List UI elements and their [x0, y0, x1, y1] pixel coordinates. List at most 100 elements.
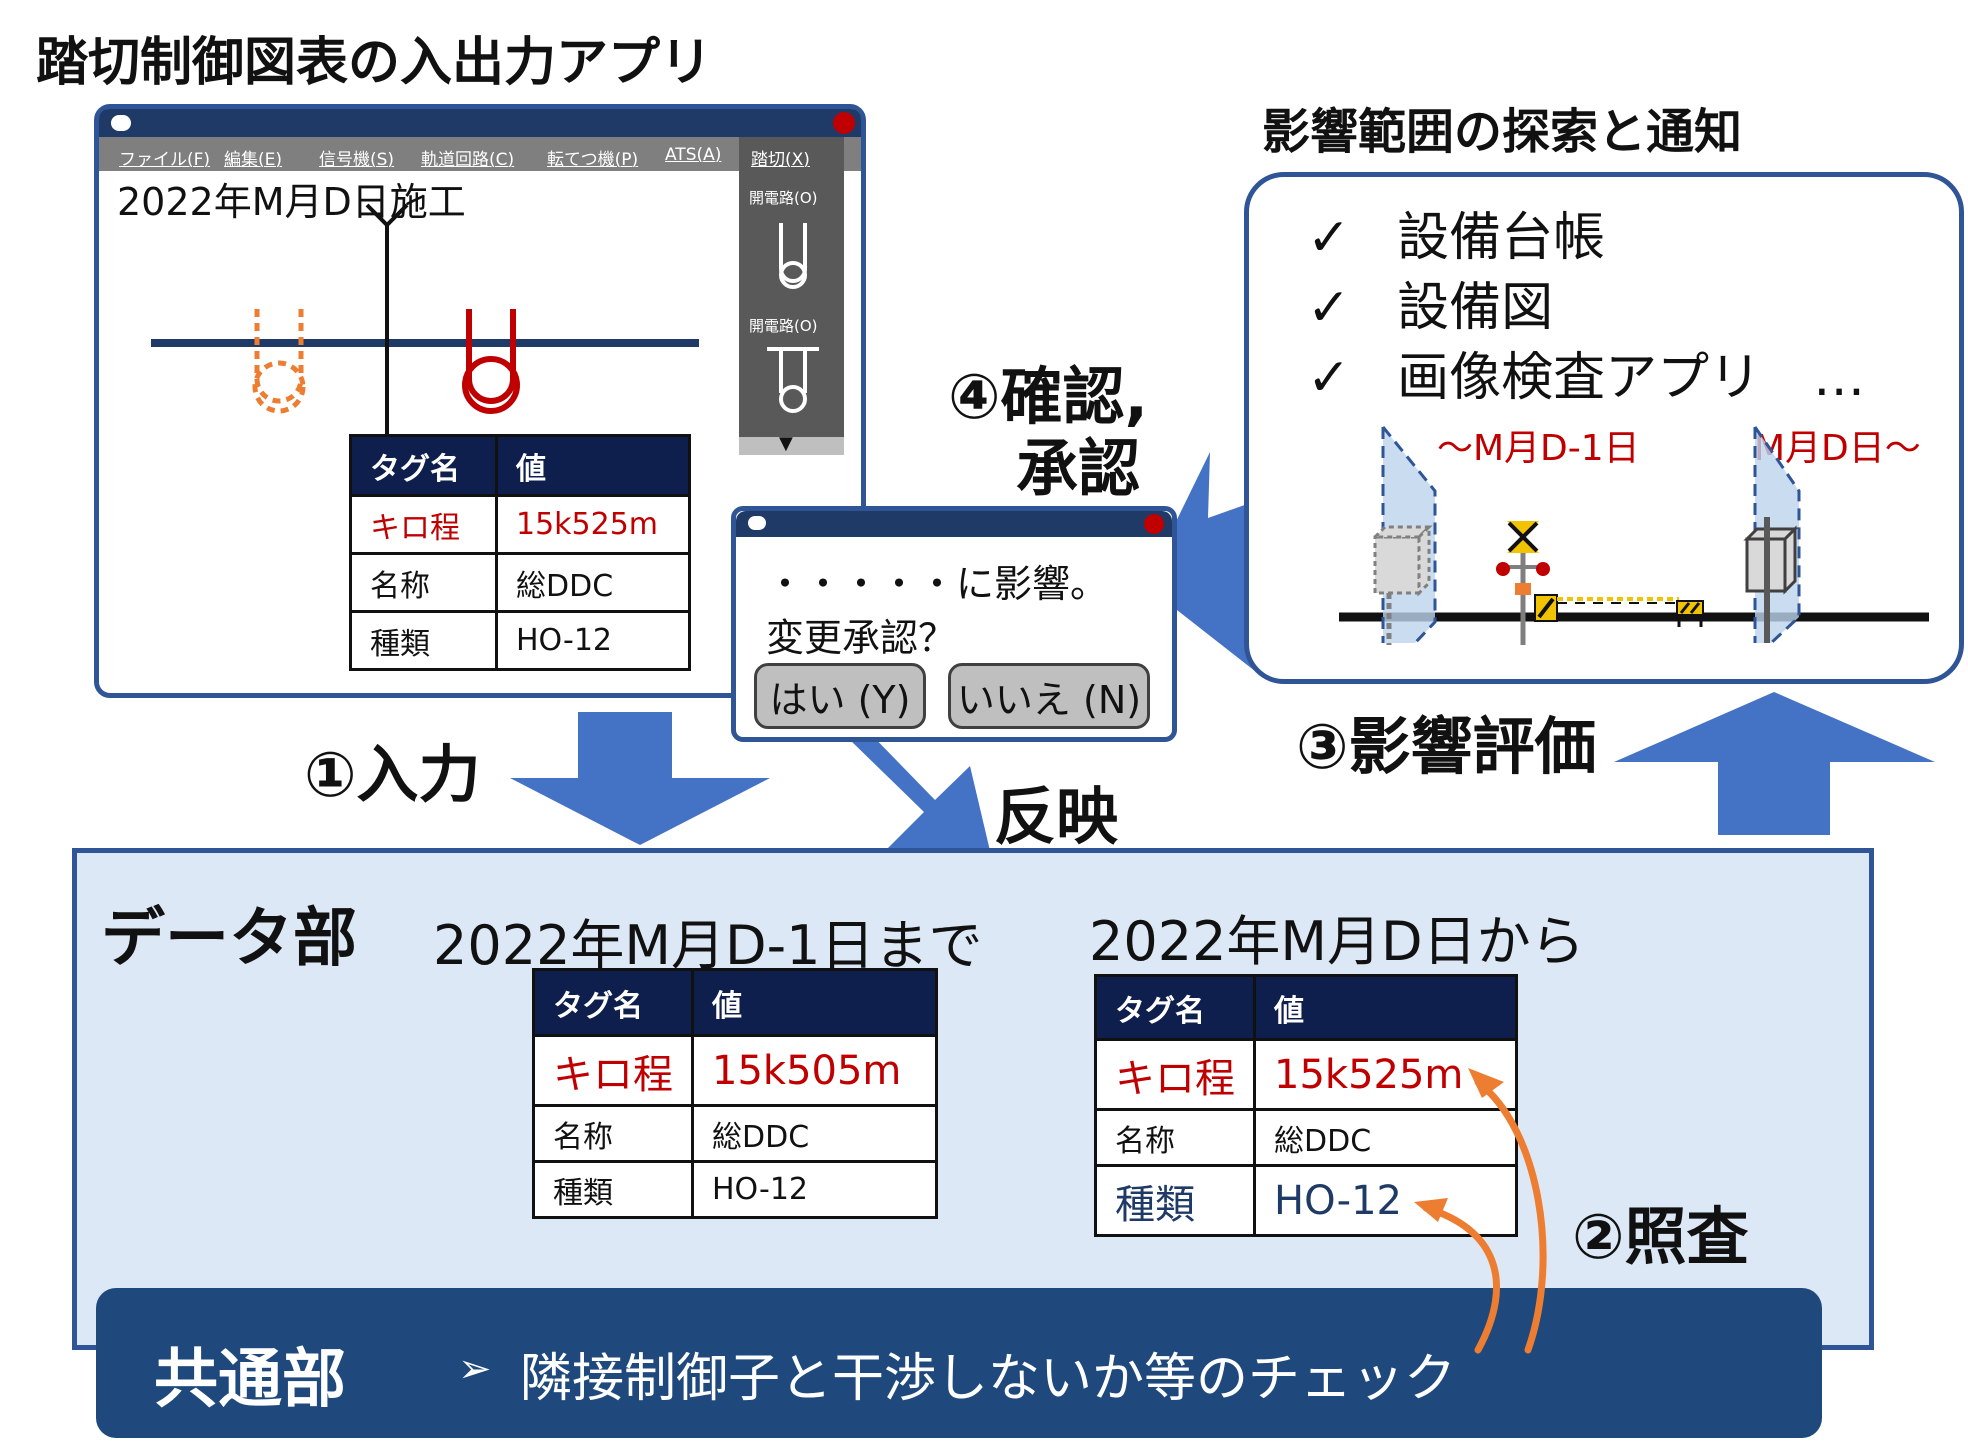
common-section: 共通部 ➢ 隣接制御子と干渉しないか等のチェック: [96, 1288, 1822, 1438]
crossing-illustration: [1339, 426, 1929, 645]
crossing-barrier-icon: [1534, 594, 1704, 627]
before-tag-table: タグ名 値 キロ程 15k505m 名称 総DDC 種類 HO-12: [532, 968, 938, 1219]
table-cell[interactable]: 15k525m: [1253, 1038, 1518, 1111]
dialog-titlebar: [736, 511, 1172, 537]
step-confirm-label-2: 承認: [1016, 432, 1141, 505]
toolbox-panel: 踏切(X) 開電路(O) 開電路(O) ▼: [739, 137, 844, 455]
app-tag-table: タグ名 値 キロ程 15k525m 名称 総DDC 種類 HO-12: [349, 434, 691, 671]
table-row: キロ程 15k525m: [349, 494, 691, 555]
menu-file[interactable]: ファイル(F): [119, 150, 211, 170]
table-cell[interactable]: 総DDC: [495, 552, 691, 613]
search-item-1: ✓ 設備台帳: [1307, 208, 1606, 268]
table-cell[interactable]: 名称: [349, 552, 498, 613]
close-icon[interactable]: [833, 112, 855, 134]
table-header-row: タグ名 値: [349, 434, 691, 497]
table-row: 名称 総DDC: [1094, 1108, 1518, 1167]
confirm-dialog: ・・・・・に影響。 変更承認？ はい (Y) いいえ (N): [731, 506, 1177, 742]
after-zone-outline: [1753, 426, 1801, 645]
table-cell[interactable]: キロ程: [349, 494, 498, 555]
table-header-tag: タグ名: [1094, 974, 1256, 1041]
common-section-bullet: ➢: [458, 1346, 492, 1392]
window-control-icon[interactable]: [748, 516, 766, 530]
after-caption: 2022年M月D日から: [1089, 910, 1585, 973]
step-evaluate-label: ③影響評価: [1296, 710, 1597, 783]
open-circuit-tool-icon-2[interactable]: [763, 345, 823, 417]
step-reflect-label: 反映: [994, 780, 1119, 853]
toolbox-label-2: 開電路(O): [749, 317, 818, 335]
table-cell[interactable]: 種類: [1094, 1164, 1256, 1237]
old-sensor-dashed: [252, 309, 306, 414]
table-cell[interactable]: キロ程: [532, 1034, 694, 1107]
table-cell[interactable]: 種類: [349, 610, 498, 671]
table-cell[interactable]: 種類: [532, 1160, 694, 1219]
check-icon: ✓: [1307, 348, 1351, 408]
table-row: 名称 総DDC: [532, 1104, 938, 1163]
common-section-text: 隣接制御子と干渉しないか等のチェック: [520, 1349, 1457, 1409]
table-header-value: 値: [495, 434, 691, 497]
table-header-value: 値: [691, 968, 938, 1037]
open-circuit-tool-icon-1[interactable]: [769, 219, 817, 295]
table-row: キロ程 15k525m: [1094, 1038, 1518, 1111]
table-cell[interactable]: 総DDC: [1253, 1108, 1518, 1167]
table-row: 種類 HO-12: [532, 1160, 938, 1219]
before-caption: 2022年M月D-1日まで: [433, 914, 983, 977]
table-row: キロ程 15k505m: [532, 1034, 938, 1107]
menu-edit[interactable]: 編集(E): [224, 150, 283, 170]
table-cell[interactable]: 名称: [1094, 1108, 1256, 1167]
new-equipment-box: [1743, 525, 1799, 595]
table-header-tag: タグ名: [349, 434, 498, 497]
input-arrow: [510, 712, 770, 845]
reflect-arrow: [848, 725, 995, 872]
before-date-label: ～M月D-1日: [1437, 428, 1640, 469]
menu-bar: ファイル(F) 編集(E) 信号機(S) 軌道回路(C) 転てつ機(P) ATS…: [99, 137, 861, 171]
step-confirm-label-1: ④確認,: [948, 360, 1149, 433]
table-row: 種類 HO-12: [349, 610, 691, 671]
search-title: 影響範囲の探索と通知: [1262, 104, 1743, 160]
after-date-label: M月D日～: [1754, 428, 1921, 469]
dialog-message-2: 変更承認？: [766, 616, 957, 660]
table-row: 種類 HO-12: [1094, 1164, 1518, 1237]
before-zone-outline: [1381, 426, 1437, 645]
scroll-down-icon[interactable]: ▼: [779, 433, 793, 454]
dialog-message-1: ・・・・・に影響。: [766, 562, 1109, 606]
no-button[interactable]: いいえ (N): [948, 663, 1150, 729]
table-header-value: 値: [1253, 974, 1518, 1041]
search-item-3: ✓ 画像検査アプリ …: [1307, 348, 1866, 408]
table-header-row: タグ名 値: [532, 968, 938, 1037]
check-icon: ✓: [1307, 278, 1351, 338]
search-box: ✓ 設備台帳 ✓ 設備図 ✓ 画像検査アプリ … ～M月D-1日 M月D日～: [1244, 172, 1964, 684]
crossing-signal-icon: [1496, 521, 1550, 645]
table-cell[interactable]: キロ程: [1094, 1038, 1256, 1111]
common-section-label: 共通部: [154, 1343, 346, 1417]
table-cell[interactable]: HO-12: [1253, 1164, 1518, 1237]
step-input-label: ①入力: [304, 738, 481, 811]
close-icon[interactable]: [1144, 514, 1164, 534]
app-titlebar: [99, 109, 861, 137]
menu-signal[interactable]: 信号機(S): [319, 150, 395, 170]
data-section-label: データ部: [101, 902, 357, 976]
table-cell[interactable]: 総DDC: [691, 1104, 938, 1163]
toolbox-scroll-bar[interactable]: ▼: [739, 433, 844, 455]
crossing-drawing: [151, 203, 699, 509]
new-sensor[interactable]: [462, 309, 520, 414]
evaluate-arrow: [1614, 692, 1935, 835]
table-row: 名称 総DDC: [349, 552, 691, 613]
table-cell[interactable]: HO-12: [495, 610, 691, 671]
menu-switch[interactable]: 転てつ機(P): [547, 150, 639, 170]
after-tag-table: タグ名 値 キロ程 15k525m 名称 総DDC 種類 HO-12: [1094, 974, 1518, 1237]
window-control-icon[interactable]: [111, 115, 131, 131]
menu-ats[interactable]: ATS(A): [665, 145, 722, 165]
yes-button[interactable]: はい (Y): [754, 663, 926, 729]
construction-date: 2022年M月D日施工: [117, 180, 466, 224]
table-cell[interactable]: 名称: [532, 1104, 694, 1163]
table-header-row: タグ名 値: [1094, 974, 1518, 1041]
table-cell[interactable]: 15k525m: [495, 494, 691, 555]
search-item-2: ✓ 設備図: [1307, 278, 1554, 338]
table-cell[interactable]: HO-12: [691, 1160, 938, 1219]
page-title: 踏切制御図表の入出力アプリ: [36, 33, 713, 93]
menu-track-circuit[interactable]: 軌道回路(C): [421, 150, 515, 170]
table-cell[interactable]: 15k505m: [691, 1034, 938, 1107]
menu-crossing[interactable]: 踏切(X): [751, 150, 810, 170]
step-check-label: ②照査: [1572, 1200, 1749, 1273]
table-header-tag: タグ名: [532, 968, 694, 1037]
